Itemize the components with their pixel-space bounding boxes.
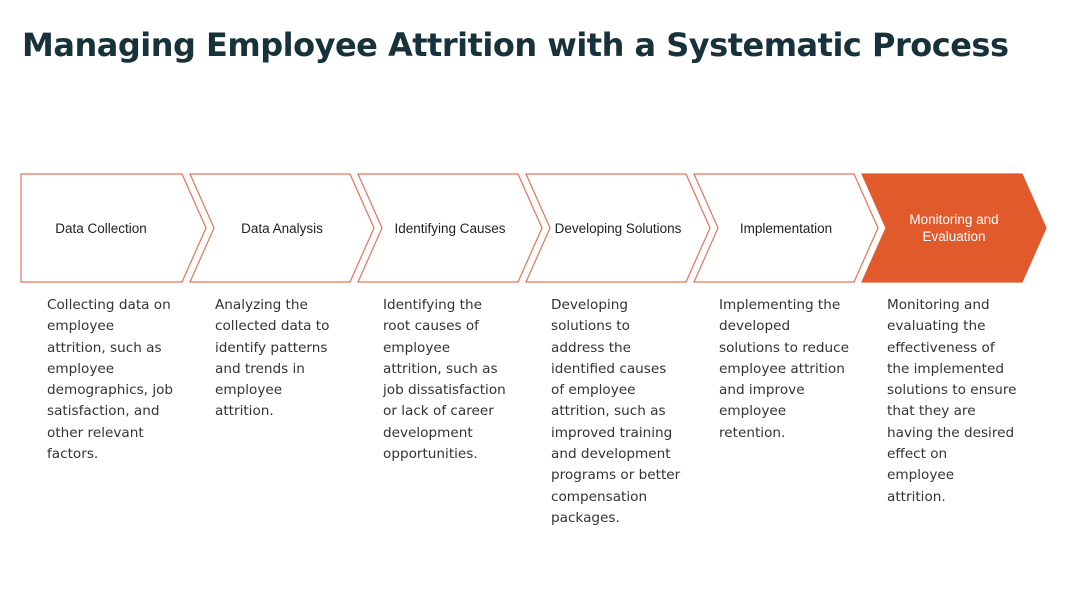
step-description-developing-solutions: Developing solutions to address the iden…: [551, 297, 681, 526]
step-chevron-5[interactable]: [693, 173, 879, 283]
step-description-monitoring-evaluation: Monitoring and evaluating the effectiven…: [887, 297, 1017, 505]
step-description-implementation: Implementing the developed solutions to …: [719, 297, 849, 441]
step-chevron-3[interactable]: [357, 173, 543, 283]
step-label-developing-solutions: Developing Solutions: [554, 220, 682, 236]
step-chevron-1[interactable]: [20, 173, 207, 283]
step-label-data-collection: Data Collection: [55, 220, 147, 236]
step-label-data-analysis: Data Analysis: [241, 220, 323, 236]
step-description-identifying-causes: Identifying the root causes of employee …: [383, 297, 506, 463]
step-description-data-collection: Collecting data on employee attrition, s…: [47, 297, 174, 463]
step-chevron-6[interactable]: [861, 173, 1047, 283]
step-chevron-2[interactable]: [189, 173, 375, 283]
page-title: Managing Employee Attrition with a Syste…: [22, 26, 1009, 64]
step-label-implementation: Implementation: [739, 220, 833, 236]
step-label-monitoring-evaluation: Monitoring and Evaluation: [909, 212, 999, 244]
step-description-data-analysis: Analyzing the collected data to identify…: [215, 297, 330, 420]
step-chevron-4[interactable]: [525, 173, 711, 283]
step-label-identifying-causes: Identifying Causes: [394, 220, 506, 236]
